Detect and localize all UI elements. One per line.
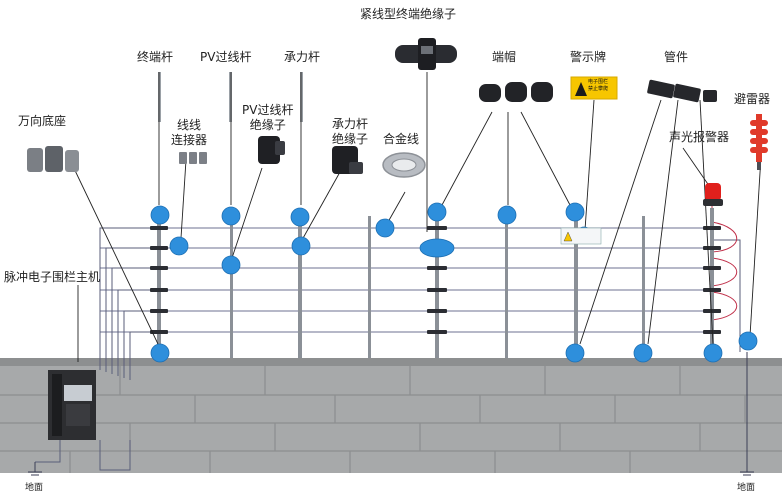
warning-sign-label: 警示牌 [570,50,607,64]
lightning-arrester-icon [750,114,768,170]
fence-host [48,370,96,440]
alarm-wires [711,205,738,321]
pole-insulators [150,226,721,334]
alarm-label: 声光报警器 [669,130,730,144]
bearing-insulator-icon [332,146,363,174]
end-cap-icons [479,82,553,102]
pv-pole-label: PV过线杆 [200,50,252,64]
warning-sign-text: 电子围栏 禁止攀爬 [588,79,609,92]
warning-sign-icon [570,76,618,100]
bearing-pole-label: 承力杆 [284,50,321,64]
fence-sign [560,227,602,245]
pv-insulator-label: PV过线杆 绝缘子 [242,103,294,132]
ground-right-label: 地面 [737,483,756,493]
fence-poles [157,208,714,358]
pipe-fitting-icons [647,79,717,103]
tension-insulator-label: 紧线型终端绝缘子 [360,7,457,21]
lightning-arrester-label: 避雷器 [734,92,771,106]
callout-markers [150,202,758,363]
brick-wall [0,358,782,473]
fence-wires [100,227,712,333]
pipe-fitting-label: 管件 [664,50,689,64]
host-label: 脉冲电子围栏主机 [4,270,101,284]
universal-base-icon [27,146,79,172]
end-cap-label: 端帽 [492,50,517,64]
alloy-wire-icon [382,152,426,178]
alarm-icon [703,183,723,206]
ground-symbols [28,352,754,476]
top-pole-icons [158,72,303,122]
annotation-lines [69,72,763,362]
wire-connector-label: 线线 连接器 [171,118,208,147]
universal-base-label: 万向底座 [18,114,67,128]
terminal-pole-label: 终端杆 [137,50,174,64]
ground-left-label: 地面 [25,483,44,493]
lead-wires [35,227,741,471]
wire-connector-icon [179,152,207,164]
pv-insulator-icon [258,136,285,164]
alloy-wire-label: 合金线 [383,132,420,146]
tension-insulator-icon [395,38,457,70]
bearing-insulator-label: 承力杆 绝缘子 [332,117,369,146]
